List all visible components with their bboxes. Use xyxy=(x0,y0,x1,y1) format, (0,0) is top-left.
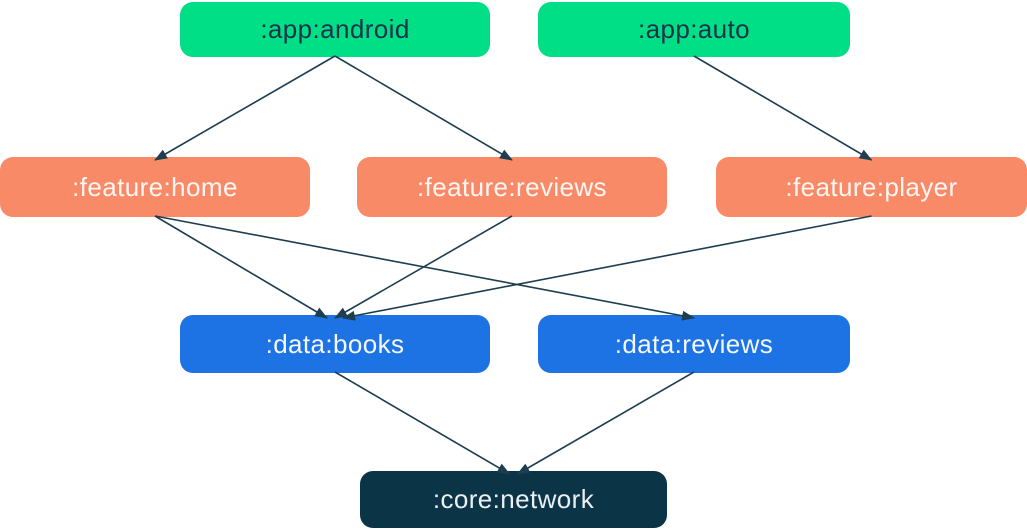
dependency-arrow-data-reviews-to-core-network xyxy=(516,371,695,475)
node-core-network-label: :core:network xyxy=(432,484,595,514)
node-data-books-label: :data:books xyxy=(265,328,405,359)
node-data-reviews: :data:reviews xyxy=(538,315,850,373)
node-feature-reviews: :feature:reviews xyxy=(357,157,667,217)
node-app-auto: :app:auto xyxy=(538,2,850,57)
node-data-reviews-label: :data:reviews xyxy=(614,328,774,359)
node-app-android: :app:android xyxy=(180,2,490,57)
node-app-auto-label: :app:auto xyxy=(637,14,751,44)
dependency-arrow-feature-home-to-data-reviews xyxy=(154,215,695,321)
dependency-arrow-app-android-to-feature-reviews xyxy=(334,55,513,161)
dependency-arrow-app-android-to-feature-home xyxy=(154,55,336,161)
dependency-arrow-feature-player-to-data-books xyxy=(342,215,872,321)
node-feature-player: :feature:player xyxy=(716,157,1027,217)
node-feature-player-label: :feature:player xyxy=(785,171,958,202)
node-feature-home-label: :feature:home xyxy=(72,171,238,202)
dependency-arrow-feature-reviews-to-data-books xyxy=(334,215,513,319)
node-app-android-label: :app:android xyxy=(260,14,410,44)
dependency-arrow-data-books-to-core-network xyxy=(334,371,511,475)
dependency-arrow-feature-home-to-data-books xyxy=(154,215,328,319)
node-feature-reviews-label: :feature:reviews xyxy=(417,171,607,202)
node-data-books: :data:books xyxy=(180,315,490,373)
dependency-arrow-app-auto-to-feature-player xyxy=(693,55,873,161)
node-core-network: :core:network xyxy=(360,471,667,528)
node-feature-home: :feature:home xyxy=(0,157,310,217)
